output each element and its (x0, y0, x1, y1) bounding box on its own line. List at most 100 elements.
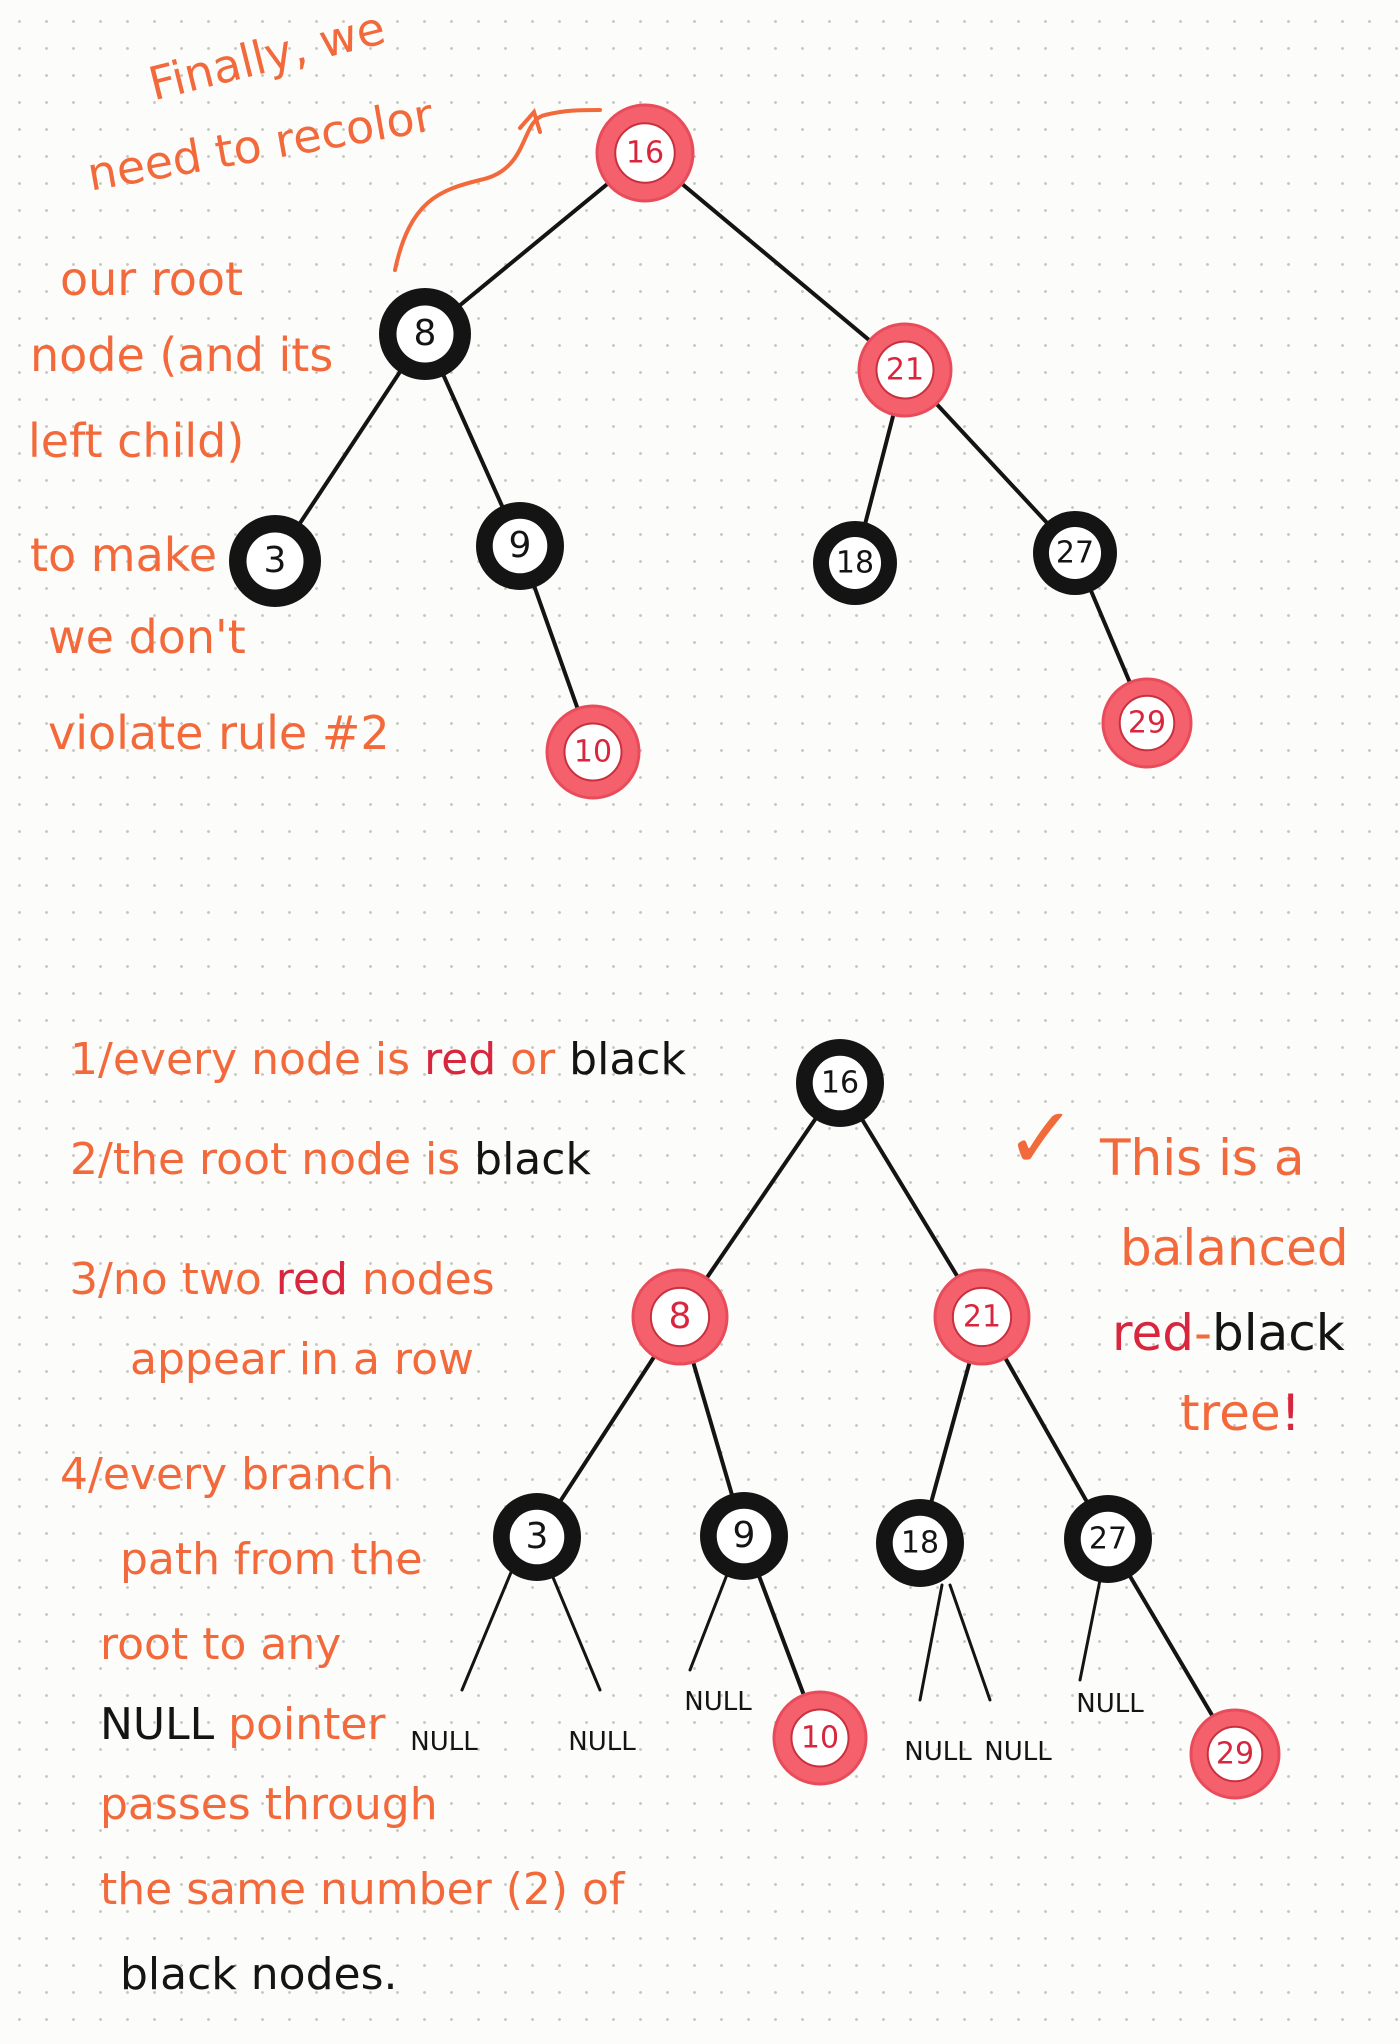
tree-node-29: 29 (1189, 1708, 1281, 1800)
node-center (509, 1509, 565, 1565)
annotation-line: violate rule #2 (48, 706, 390, 760)
annotation-line: we don't (48, 610, 246, 664)
arrow-squiggle (518, 107, 542, 134)
null-label: NULL (1076, 1689, 1144, 1719)
node-center (492, 518, 548, 574)
balanced-text: tree (1180, 1384, 1281, 1442)
rule-text: nodes (347, 1254, 495, 1305)
node-label: 27 (1056, 536, 1094, 571)
node-center (951, 1286, 1013, 1348)
annotation-line: our root (60, 252, 244, 306)
node-label: 18 (901, 1526, 939, 1561)
tree-node-9: 9 (476, 502, 564, 590)
rule-line: passes through (100, 1779, 438, 1831)
null-label: NULL (568, 1727, 636, 1757)
balanced-text: red (1112, 1304, 1194, 1362)
tree-node-16: 16 (796, 1039, 884, 1127)
balanced-line: red-black (1112, 1304, 1345, 1363)
node-center (1206, 1725, 1264, 1783)
rule-line: root to any (100, 1619, 341, 1671)
node-label: 29 (1216, 1737, 1254, 1772)
annotation-arrow (393, 108, 602, 272)
rule-text: path from the (120, 1534, 423, 1585)
rule-text: black (474, 1134, 591, 1185)
rule-line: path from the (120, 1534, 423, 1586)
rule-line: 4/every branch (60, 1449, 395, 1501)
null-edge (1078, 1578, 1102, 1682)
tree-node-18: 18 (813, 521, 897, 605)
balanced-text: balanced (1120, 1219, 1349, 1277)
null-pointer-edges (460, 1568, 1102, 1702)
null-label: NULL (984, 1737, 1052, 1767)
node-center (1048, 526, 1102, 580)
rule-text: no two (112, 1254, 276, 1305)
node-label: 3 (526, 1516, 549, 1557)
rule-text: NULL (100, 1699, 215, 1750)
bottom-tree-edges (535, 1081, 1237, 1756)
tree-node-10: 10 (772, 1690, 868, 1786)
annotation-line: to make (30, 528, 218, 582)
tree-node-9: 9 (700, 1492, 788, 1580)
rule-number: 1/ (70, 1034, 113, 1085)
rule-line: 2/the root node is black (70, 1134, 591, 1186)
rule-text: the same number (2) of (100, 1864, 625, 1915)
null-edge (688, 1570, 730, 1672)
balanced-text: black (1212, 1304, 1345, 1362)
balanced-line: This is a (1100, 1129, 1305, 1188)
node-label: 8 (669, 1296, 692, 1337)
top-tree-edges (273, 151, 1149, 754)
rule-line: appear in a row (130, 1334, 475, 1386)
tree-node-3: 3 (493, 1493, 581, 1581)
node-label: 8 (414, 313, 437, 354)
node-center (892, 1515, 948, 1571)
rule-text: every branch (102, 1449, 395, 1500)
tree-node-16: 16 (595, 103, 695, 203)
tree-node-8: 8 (631, 1268, 729, 1366)
balanced-line: tree! (1180, 1384, 1301, 1443)
tree-node-21: 21 (857, 322, 953, 418)
null-label: NULL (684, 1687, 752, 1717)
node-label: 9 (509, 525, 532, 566)
tree-node-3: 3 (229, 515, 321, 607)
node-center (246, 532, 304, 590)
node-label: 3 (264, 540, 287, 581)
rule-line: 3/no two red nodes (70, 1254, 495, 1306)
rule-line: 1/every node is red or black (70, 1034, 686, 1086)
rule-line: black nodes. (120, 1949, 398, 2001)
null-edge (918, 1583, 944, 1702)
node-label: 16 (821, 1066, 859, 1101)
balanced-text: This is a (1100, 1129, 1305, 1187)
node-label: 29 (1128, 706, 1166, 741)
rule-line: the same number (2) of (100, 1864, 625, 1916)
null-label: NULL (904, 1737, 972, 1767)
tree-node-18: 18 (876, 1499, 964, 1587)
tree-node-21: 21 (933, 1268, 1031, 1366)
rule-text: red (424, 1034, 497, 1085)
rule-number: 2/ (70, 1134, 113, 1185)
tree-node-27: 27 (1033, 511, 1117, 595)
node-center (875, 340, 935, 400)
node-center (1080, 1511, 1136, 1567)
node-label: 9 (733, 1515, 756, 1556)
node-center (790, 1708, 850, 1768)
node-center (716, 1508, 772, 1564)
annotation-line: node (and its (30, 328, 334, 382)
annotation-line: left child) (28, 414, 245, 468)
null-edge (550, 1573, 602, 1692)
node-center (649, 1286, 711, 1348)
rule-text: black nodes. (120, 1949, 398, 2000)
node-label: 21 (963, 1300, 1001, 1335)
node-label: 10 (801, 1721, 839, 1756)
node-label: 21 (886, 353, 924, 388)
tree-node-8: 8 (379, 288, 471, 380)
node-label: 16 (626, 136, 664, 171)
rule-text: red (275, 1254, 348, 1305)
rule-number: 4/ (60, 1449, 103, 1500)
rule-text: appear in a row (130, 1334, 475, 1385)
null-edge (460, 1568, 514, 1692)
node-center (614, 122, 676, 184)
